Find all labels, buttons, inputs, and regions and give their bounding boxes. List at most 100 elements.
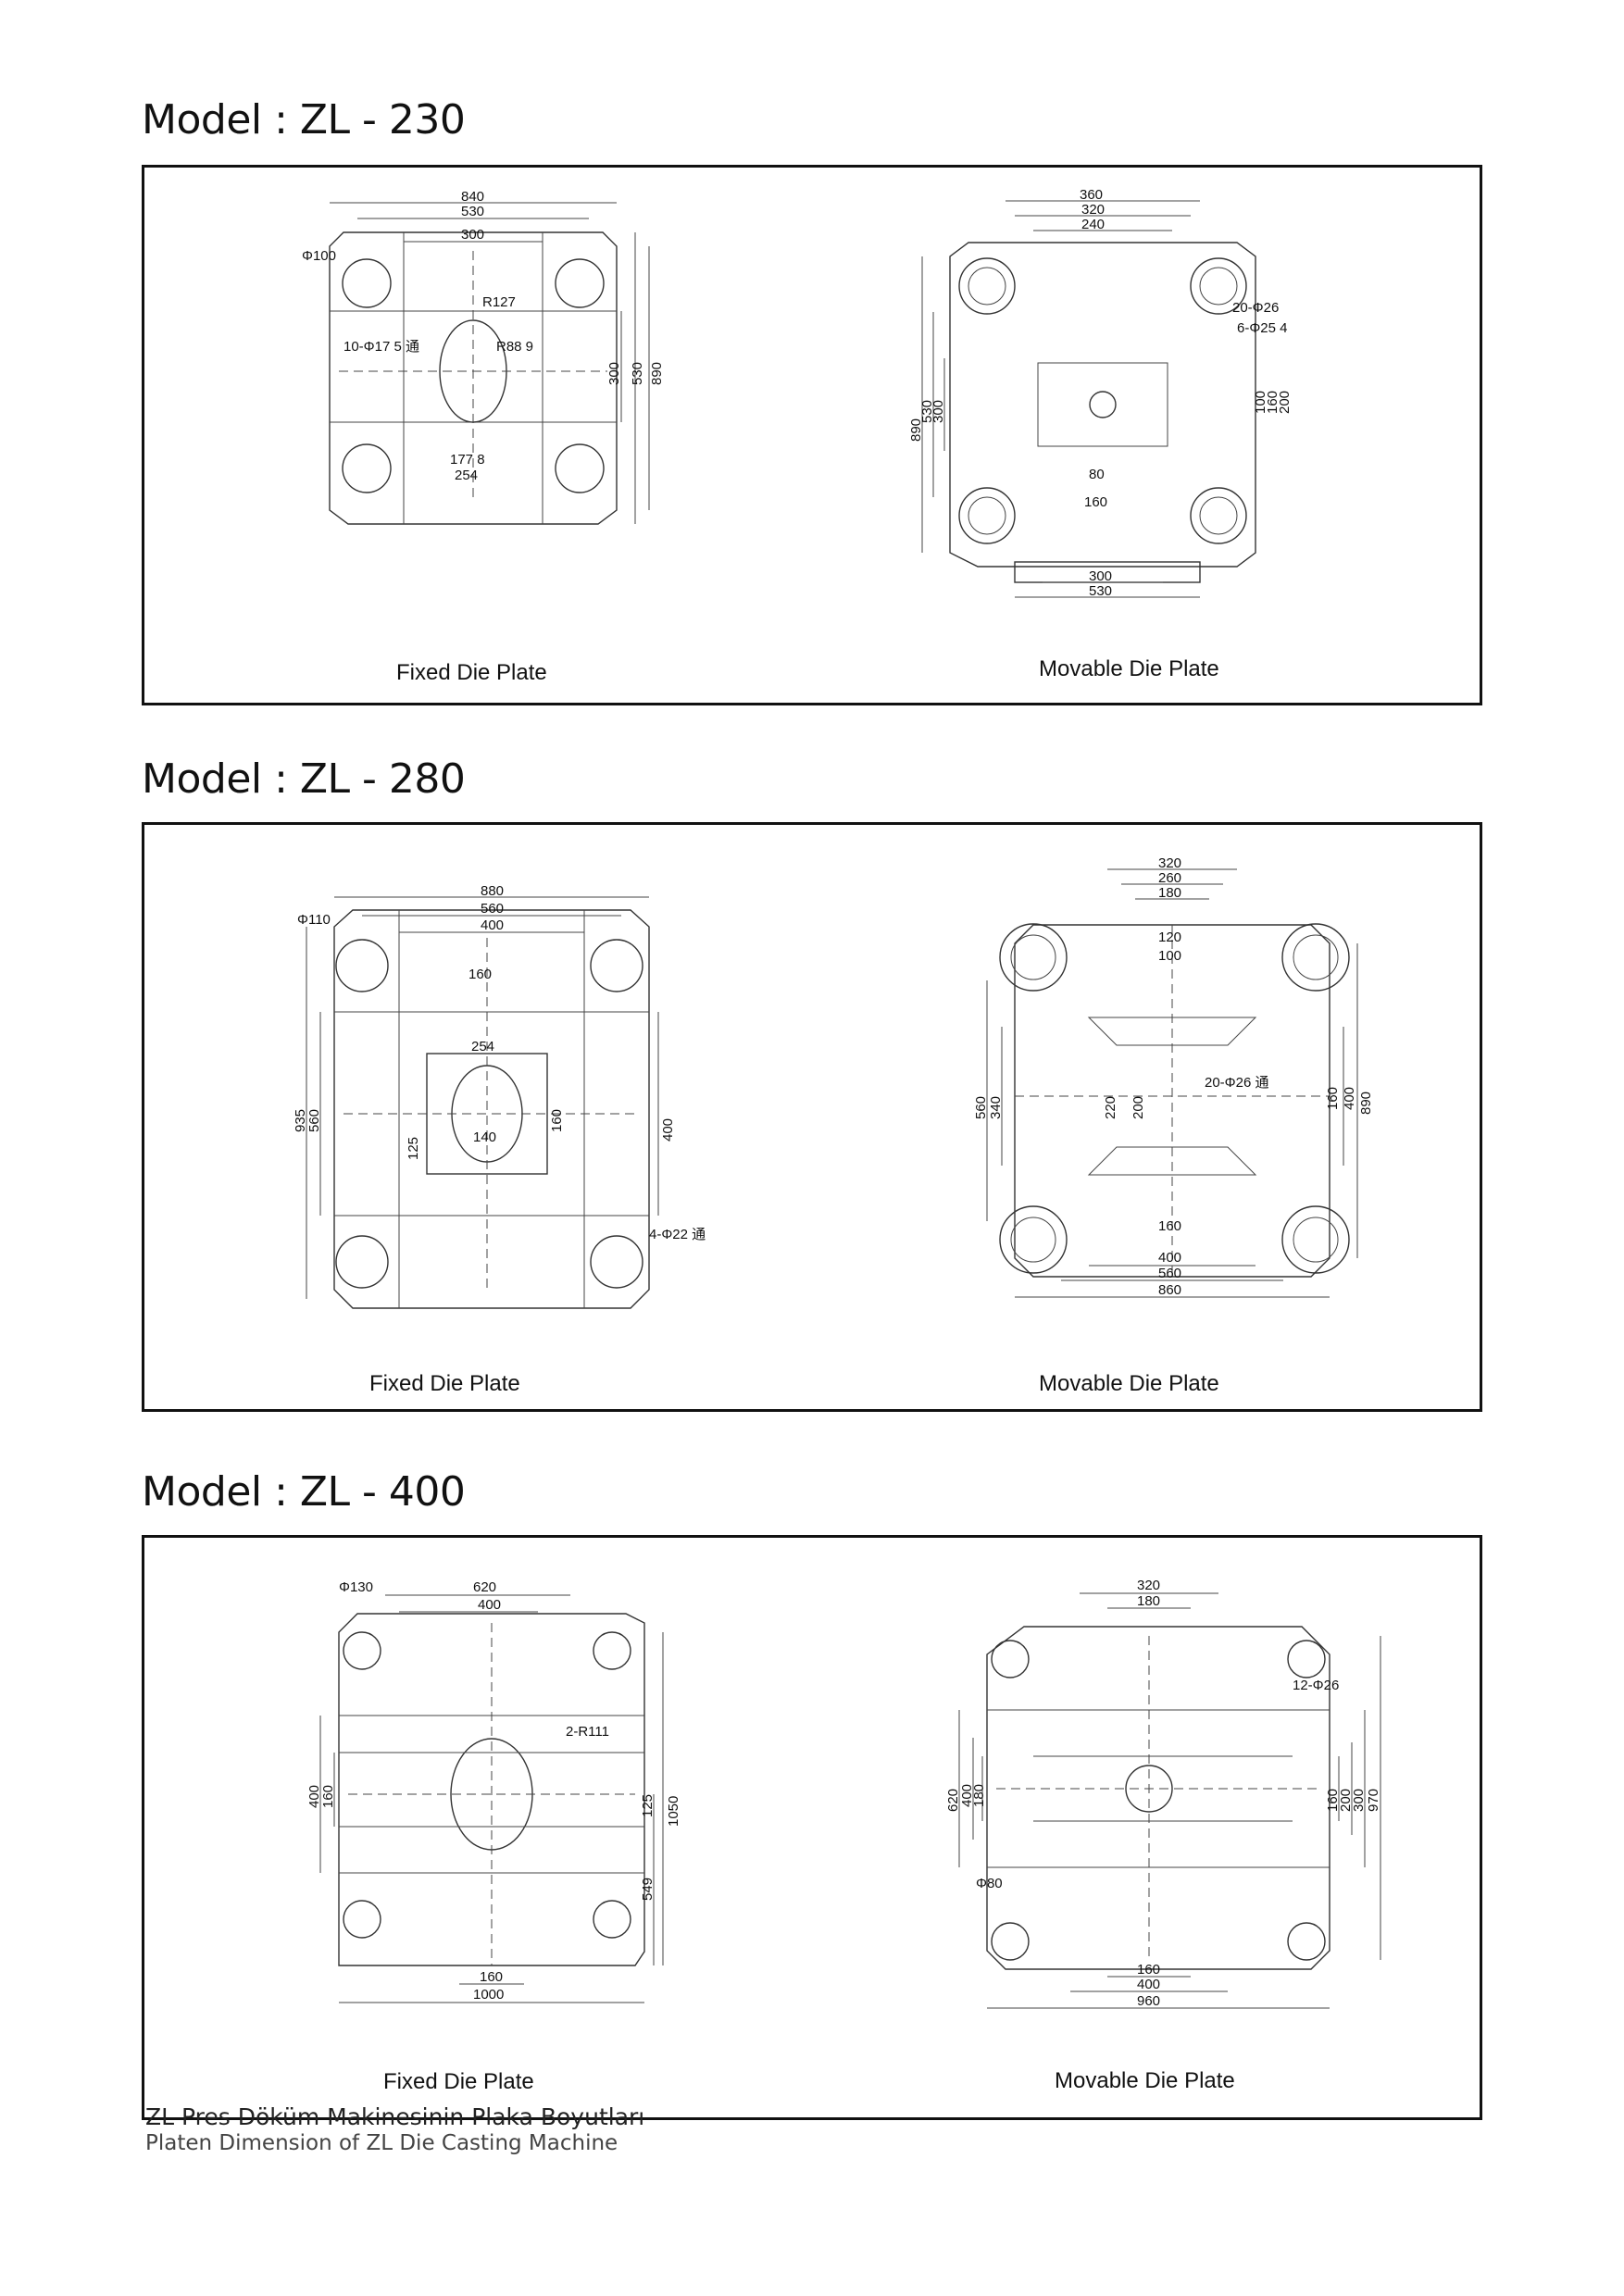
dim-label: 200 [1131,1096,1146,1119]
dim-label: 20-Φ26 通 [1205,1075,1269,1091]
dim-label: 530 [919,400,935,423]
dim-label: 860 [1158,1282,1181,1298]
drawing-panel-zl-400: Φ130 620 400 2-R111 400 160 125 1050 549… [142,1535,1482,2120]
dim-label: 620 [473,1579,496,1595]
dim-label: 890 [1358,1092,1374,1115]
dim-label: 180 [1137,1593,1160,1609]
dim-label: 160 [1084,494,1107,510]
dim-label: 360 [1080,187,1103,203]
dim-label: 260 [1158,870,1181,886]
fixed-die-plate-dimensions-zl-400: Φ130 620 400 2-R111 400 160 125 1050 549… [306,1579,681,2003]
dim-label: 530 [1089,583,1112,599]
fixed-die-plate-dimensions-zl-230: 840 530 300 Φ100 R127 10-Φ17 5 通 R88 9 1… [302,189,665,483]
dim-label: 400 [1158,1250,1181,1266]
dim-label: 340 [988,1096,1004,1119]
dim-label: 10-Φ17 5 通 [344,339,419,355]
dim-label: 320 [1158,855,1181,871]
model-title-zl-230: Model : ZL - 230 [142,96,466,144]
fixed-die-plate-dimensions-zl-280: 880 560 400 Φ110 160 254 935 560 125 140… [293,883,706,1242]
dim-label: 140 [473,1129,496,1145]
movable-die-plate-dimensions-zl-230: 360 320 240 20-Φ26 6-Φ25 4 890 530 300 1… [908,187,1293,599]
dim-label: 160 [468,967,492,982]
dim-label: 160 [1325,1789,1341,1812]
footer-title-english: Platen Dimension of ZL Die Casting Machi… [145,2131,618,2155]
dim-label: 400 [478,1597,501,1613]
dim-label: 180 [971,1784,987,1807]
dim-label: 20-Φ26 [1232,300,1279,316]
dim-label: 560 [973,1096,989,1119]
dim-label: 6-Φ25 4 [1237,320,1288,336]
dim-label: 160 [1265,391,1280,414]
movable-die-plate-caption: Movable Die Plate [1039,1371,1219,1396]
model-title-zl-280: Model : ZL - 280 [142,755,466,803]
fixed-die-plate-caption: Fixed Die Plate [396,660,547,685]
dim-label: 1000 [473,1987,504,2003]
dim-label: 560 [481,901,504,917]
dim-label: 300 [1351,1789,1367,1812]
dim-label: 160 [320,1785,336,1808]
dim-label: 125 [640,1794,656,1817]
fixed-die-plate-caption: Fixed Die Plate [383,2069,534,2094]
dim-label: 400 [1342,1087,1357,1110]
dim-label: 180 [1158,885,1181,901]
dim-label: 549 [640,1878,656,1901]
dim-label: 125 [406,1137,421,1160]
dim-label: 400 [959,1784,975,1807]
dim-label: 177 8 [450,452,485,468]
dim-label: 400 [306,1785,322,1808]
movable-die-plate-dimensions-zl-280: 320 260 180 120 100 560 340 220 200 20-Φ… [973,855,1374,1298]
dim-label: 560 [306,1109,322,1132]
dim-label: 320 [1137,1578,1160,1593]
dim-label: Φ110 [297,912,331,928]
dim-label: 4-Φ22 通 [649,1227,706,1242]
dim-label: 254 [455,468,478,483]
dim-label: 620 [945,1789,961,1812]
dim-label: 400 [660,1118,676,1142]
dim-label: 160 [549,1109,565,1132]
dim-label: 300 [1089,568,1112,584]
movable-die-plate-caption: Movable Die Plate [1055,2068,1235,2093]
dim-label: 840 [461,189,484,205]
dim-label: 890 [649,362,665,385]
dim-label: 1050 [666,1796,681,1827]
drawing-panel-zl-230: 840 530 300 Φ100 R127 10-Φ17 5 通 R88 9 1… [142,165,1482,705]
dim-label: 160 [1137,1962,1160,1978]
dim-label: 160 [480,1969,503,1985]
dim-label: 300 [606,362,622,385]
dim-label: 300 [931,400,946,423]
dim-label: 935 [293,1109,308,1132]
dim-label: 100 [1253,391,1268,414]
fixed-die-plate-drawing-zl-280: 880 560 400 Φ110 160 254 935 560 125 140… [242,882,714,1317]
dim-label: 320 [1081,202,1105,218]
dim-label: 200 [1277,391,1293,414]
dim-label: 100 [1158,948,1181,964]
dim-label: Φ130 [339,1579,373,1595]
dim-label: 220 [1103,1096,1118,1119]
dim-label: 160 [1158,1218,1181,1234]
dim-label: 960 [1137,1993,1160,2009]
dim-label: 880 [481,883,504,899]
footer-title-turkish: ZL Pres Döküm Makinesinin Plaka Boyutlar… [145,2103,645,2130]
dim-label: 300 [461,227,484,243]
dim-label: 560 [1158,1266,1181,1281]
dim-label: 400 [1137,1977,1160,1992]
dim-label: 240 [1081,217,1105,232]
dim-label: 890 [908,418,924,442]
movable-die-plate-drawing-zl-400: 320 180 12-Φ26 620 400 180 Φ80 160 200 3… [922,1578,1394,2015]
dim-label: 200 [1338,1789,1354,1812]
dim-label: 80 [1089,467,1105,482]
dim-label: Φ100 [302,248,336,264]
dim-label: R127 [482,294,516,310]
movable-die-plate-drawing-zl-280: 320 260 180 120 100 560 340 220 200 20-Φ… [959,855,1394,1304]
fixed-die-plate-drawing-zl-230: 840 530 300 Φ100 R127 10-Φ17 5 通 R88 9 1… [302,189,691,529]
fixed-die-plate-caption: Fixed Die Plate [369,1371,520,1396]
fixed-die-plate-drawing-zl-400: Φ130 620 400 2-R111 400 160 125 1050 549… [246,1577,709,2012]
dim-label: R88 9 [496,339,533,355]
movable-die-plate-dimensions-zl-400: 320 180 12-Φ26 620 400 180 Φ80 160 200 3… [945,1578,1381,2009]
movable-die-plate-caption: Movable Die Plate [1039,656,1219,681]
model-title-zl-400: Model : ZL - 400 [142,1468,466,1516]
dim-label: 120 [1158,930,1181,945]
dim-label: 530 [630,362,645,385]
dim-label: 970 [1366,1789,1381,1812]
dim-label: 400 [481,917,504,933]
